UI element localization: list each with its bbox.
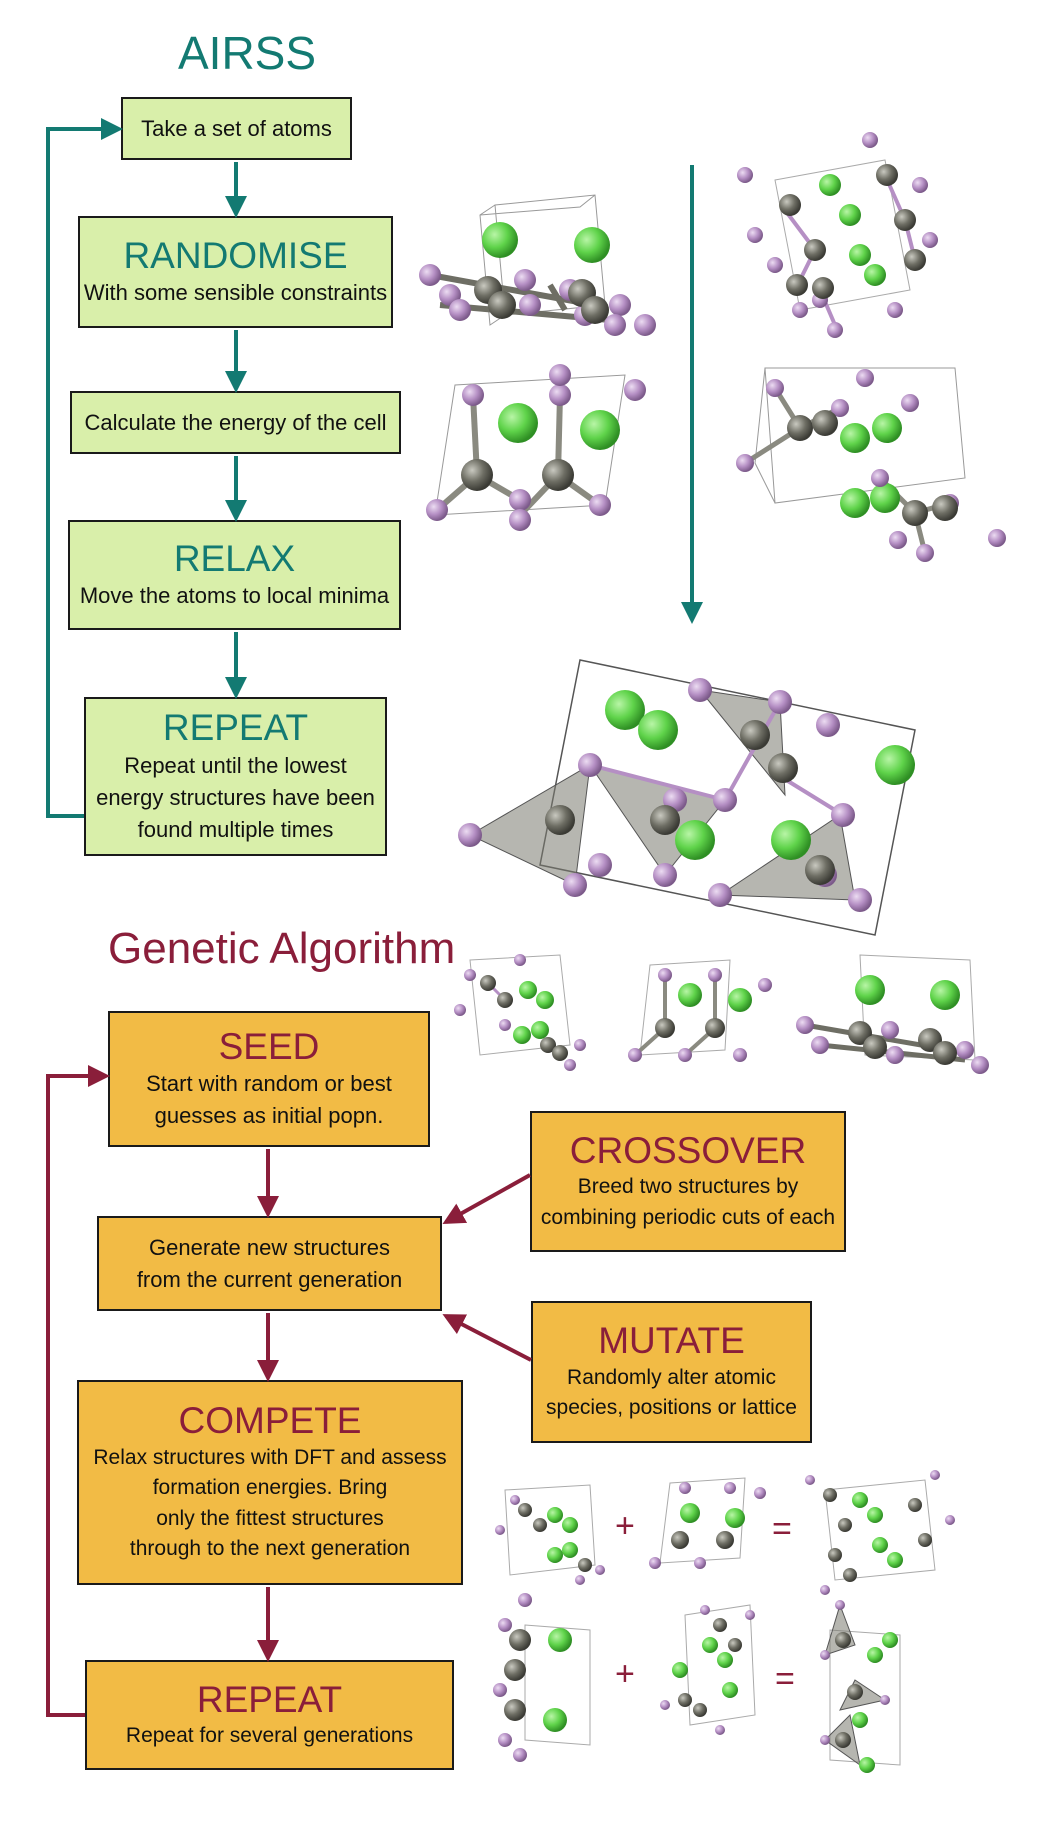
ga-seed-box: SEED Start with random or best guesses a… [108,1011,430,1147]
crystal-structure-intermediate [736,367,1006,562]
mutate-line: Randomly alter atomic [567,1365,776,1389]
seed-line: Start with random or best [146,1071,392,1097]
generate-line: from the current generation [136,1266,403,1292]
mutate-arrow [442,1314,532,1362]
relax-heading: RELAX [173,537,296,579]
airss-step-calculate: Calculate the energy of the cell [70,391,401,454]
ga-compete-box: COMPETE Relax structures with DFT and as… [77,1380,463,1585]
equals-symbol: = [772,1510,792,1548]
crystal-structure-cluster [737,132,938,338]
crystal-structure-randomised [419,194,656,336]
airss-step-relax: RELAX Move the atoms to local minima [68,520,401,630]
airss-flow-arrows [46,118,703,818]
crossover-line: Breed two structures by [577,1175,799,1199]
calculate-text: Calculate the energy of the cell [84,409,387,435]
ga-repeat-line: Repeat for several generations [125,1724,414,1748]
equals-symbol: = [775,1660,795,1698]
compete-line: through to the next generation [129,1537,411,1561]
crystal-structure-lowest-energy [458,659,916,936]
crossover-heading: CROSSOVER [569,1129,807,1171]
ga-population-structure [796,954,989,1074]
ga-loop-arrow [46,1065,110,1717]
crossover-example-row-2: + = [493,1593,901,1773]
child-structure [805,1470,955,1595]
parent-structure-b [649,1477,766,1569]
ga-population-structure [454,954,586,1071]
airss-step-take-atoms: Take a set of atoms [121,97,352,160]
airss-title: AIRSS [178,27,317,79]
airss-step-text: Take a set of atoms [141,115,332,141]
compete-line: only the fittest structures [156,1506,384,1530]
ga-title: Genetic Algorithm [108,924,456,973]
relax-text: Move the atoms to local minima [79,583,390,609]
airss-step-repeat: REPEAT Repeat until the lowest energy st… [84,697,387,856]
crossover-line: combining periodic cuts of each [540,1205,836,1229]
compete-line: Relax structures with DFT and assess [93,1445,447,1469]
airss-repeat-line: energy structures have been [96,784,375,810]
compete-heading: COMPETE [178,1400,362,1442]
airss-repeat-line: Repeat until the lowest [124,752,347,778]
ga-population-structure [628,959,772,1062]
plus-symbol: + [615,1507,635,1545]
parent-structure-d [660,1604,756,1735]
child-structure-mutated [820,1600,901,1773]
airss-repeat-heading: REPEAT [162,707,309,749]
crossover-example-row-1: + = [495,1470,955,1595]
randomise-heading: RANDOMISE [123,234,348,276]
mutate-heading: MUTATE [598,1320,745,1362]
seed-heading: SEED [218,1025,320,1067]
crossover-arrow [442,1173,531,1224]
mutate-line: species, positions or lattice [546,1396,797,1420]
generate-line: Generate new structures [149,1234,390,1260]
parent-structure-a [495,1484,605,1585]
crystal-structure-calculated [426,364,646,531]
ga-flow-arrows [46,1065,532,1717]
seed-line: guesses as initial popn. [154,1103,384,1129]
randomise-text: With some sensible constraints [83,280,388,306]
ga-repeat-heading: REPEAT [196,1678,343,1720]
airss-loop-arrow [46,118,123,818]
plus-symbol: + [615,1655,635,1693]
ga-mutate-box: MUTATE Randomly alter atomic species, po… [531,1301,812,1443]
parent-structure-c [493,1593,591,1762]
airss-repeat-line: found multiple times [137,816,334,842]
compete-line: formation energies. Bring [152,1476,388,1500]
ga-crossover-box: CROSSOVER Breed two structures by combin… [530,1111,846,1252]
ga-repeat-box: REPEAT Repeat for several generations [85,1660,454,1770]
ga-generate-box: Generate new structures from the current… [97,1216,442,1311]
